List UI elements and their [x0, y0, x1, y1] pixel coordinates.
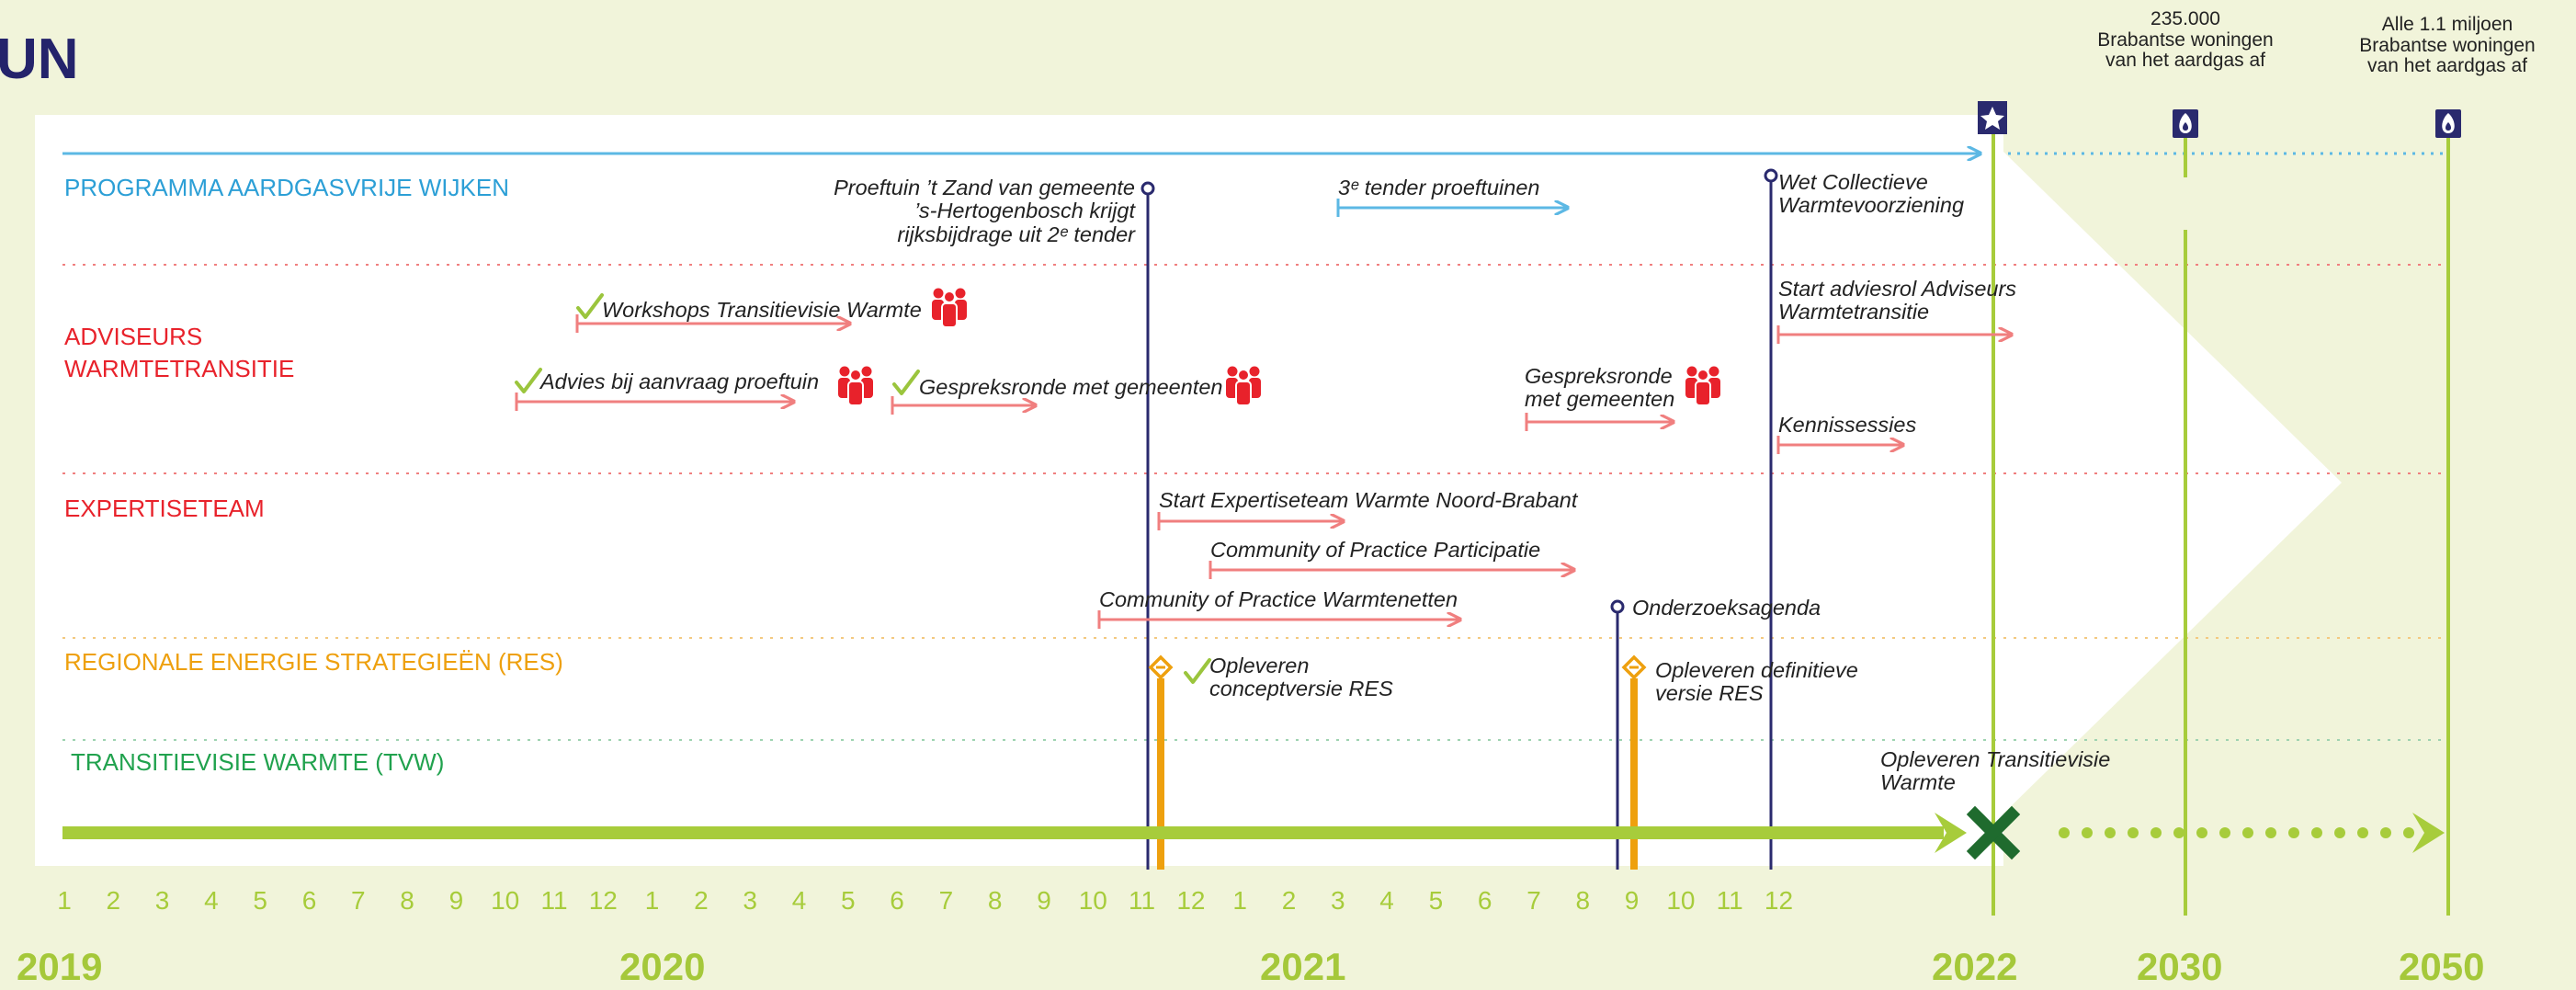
lane-label-adviseurs: ADVISEURS WARMTETRANSITIE	[64, 323, 295, 383]
month-tick-label: 11	[1716, 886, 1743, 915]
month-tick-label: 2	[694, 886, 709, 915]
month-tick-label: 10	[491, 886, 520, 915]
year-label-2022: 2022	[1932, 945, 2018, 988]
event-advies: Advies bij aanvraag proeftuin	[540, 370, 820, 393]
event-cop-warmtenetten: Community of Practice Warmtenetten	[1099, 587, 1458, 611]
month-tick-label: 4	[204, 886, 219, 915]
milestone-2030-label: 235.000 Brabantse woningen van het aardg…	[2097, 8, 2274, 72]
year-label-2020: 2020	[619, 945, 706, 988]
month-tick-label: 4	[1379, 886, 1394, 915]
event-kennissessies: Kennissessies	[1778, 413, 1917, 437]
month-tick-label: 1	[1232, 886, 1247, 915]
month-tick-label: 2	[1281, 886, 1297, 915]
lane-label-tvw: TRANSITIEVISIE WARMTE (TVW)	[71, 748, 445, 776]
event-cop-participatie: Community of Practice Participatie	[1210, 538, 1541, 562]
month-tick-label: 1	[644, 886, 660, 915]
month-tick-label: 3	[743, 886, 757, 915]
event-tender3: 3ᵉ tender proeftuinen	[1338, 176, 1540, 199]
flame-icon	[2435, 109, 2461, 138]
event-start-expertiseteam: Start Expertiseteam Warmte Noord-Brabant	[1159, 488, 1578, 512]
lane-label-res: REGIONALE ENERGIE STRATEGIEËN (RES)	[64, 648, 563, 676]
month-tick-label: 11	[1129, 886, 1156, 915]
month-tick-label: 9	[1624, 886, 1640, 915]
event-proeftuin: Proeftuin ’t Zand van gemeente ’s-Hertog…	[834, 176, 1135, 246]
month-tick-label: 6	[301, 886, 317, 915]
year-label-2021: 2021	[1260, 945, 1346, 988]
month-tick-label: 12	[1764, 886, 1794, 915]
month-tick-label: 9	[448, 886, 464, 915]
month-tick-label: 5	[841, 886, 856, 915]
month-tick-label: 6	[1477, 886, 1492, 915]
event-gespreksronde-2: Gespreksronde met gemeenten	[1525, 364, 1675, 412]
month-tick-label: 3	[1331, 886, 1345, 915]
cross-icon	[1966, 805, 2021, 860]
event-adviesrol: Start adviesrol Adviseurs Warmtetransiti…	[1778, 277, 2017, 324]
event-res-definitief: Opleveren definitieve versie RES	[1655, 658, 1858, 706]
year-label-2019: 2019	[17, 945, 103, 988]
month-tick-label: 7	[1526, 886, 1541, 915]
lane-label-programma: PROGRAMMA AARDGASVRIJE WIJKEN	[64, 174, 509, 201]
event-onderzoeksagenda: Onderzoeksagenda	[1632, 596, 1821, 620]
page-title-partial: UN	[0, 28, 79, 91]
lane-label-expertiseteam: EXPERTISETEAM	[64, 495, 265, 522]
month-tick-label: 10	[1666, 886, 1696, 915]
milestone-2050-label: Alle 1.1 miljoen Brabantse woningen van …	[2359, 14, 2536, 77]
event-res-concept: Opleveren conceptversie RES	[1209, 654, 1393, 701]
month-tick-label: 5	[253, 886, 267, 915]
month-tick-label: 8	[1575, 886, 1591, 915]
event-tvw: Opleveren Transitievisie Warmte	[1880, 747, 2111, 795]
timeline-panel	[35, 115, 2342, 866]
month-tick-label: 8	[987, 886, 1003, 915]
year-label-2050: 2050	[2399, 945, 2485, 988]
month-tick-label: 9	[1037, 886, 1051, 915]
month-tick-label: 12	[588, 886, 618, 915]
month-tick-label: 7	[938, 886, 954, 915]
event-wet: Wet Collectieve Warmtevoorziening	[1778, 170, 1965, 218]
month-tick-label: 12	[1176, 886, 1206, 915]
event-workshops: Workshops Transitievisie Warmte	[602, 298, 922, 322]
month-tick-label: 10	[1078, 886, 1107, 915]
month-tick-label: 11	[540, 886, 568, 915]
month-tick-label: 7	[351, 886, 366, 915]
month-tick-label: 5	[1428, 886, 1444, 915]
month-tick-label: 3	[154, 886, 170, 915]
event-gespreksronde-1: Gespreksronde met gemeenten	[919, 375, 1223, 399]
month-tick-label: 1	[57, 886, 72, 915]
month-tick-label: 4	[791, 886, 807, 915]
month-tick-label: 8	[400, 886, 414, 915]
month-tick-label: 2	[106, 886, 121, 915]
year-label-2030: 2030	[2137, 945, 2223, 988]
month-tick-label: 6	[890, 886, 904, 915]
flame-icon	[2173, 109, 2198, 138]
